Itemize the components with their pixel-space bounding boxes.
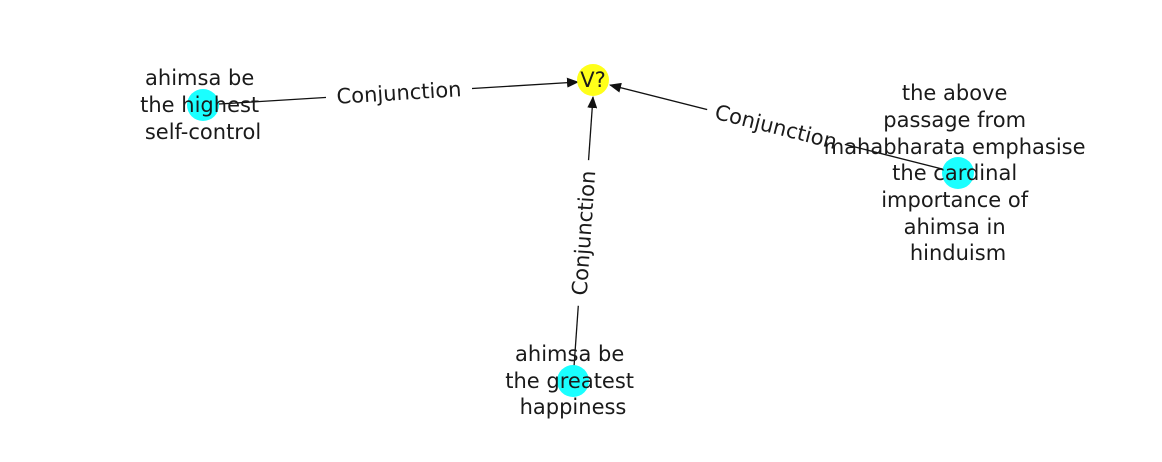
node-bottom (557, 365, 589, 397)
node-left (187, 89, 219, 121)
edge-label-bottom: Conjunction (561, 158, 607, 308)
node-label-center: V? (580, 68, 606, 92)
svg-text:Conjunction: Conjunction (712, 100, 839, 154)
node-label-left: ahimsa be the highest self-control (140, 66, 266, 144)
node-right (942, 157, 974, 189)
node-center (577, 64, 609, 96)
edge-label-left: Conjunction (326, 76, 472, 110)
node-label-bottom: ahimsa be the greatest happiness (505, 342, 640, 419)
node-label-right: the above passage from mahabharata empha… (824, 81, 1093, 265)
